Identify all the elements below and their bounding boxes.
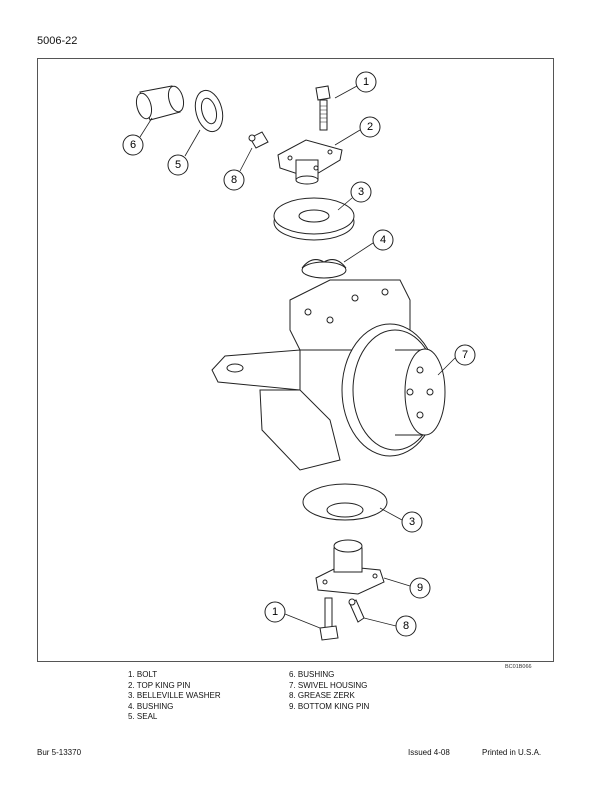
callouts: 1 2 6 5 8 3 4 7 3 9 1 8 [122, 71, 476, 637]
svg-text:7: 7 [462, 349, 468, 361]
svg-text:2: 2 [367, 121, 373, 133]
callout-6: 6 [122, 134, 144, 156]
bushing-part [135, 85, 185, 121]
bottom-king-pin-part [315, 539, 385, 595]
callout-8: 8 [223, 169, 245, 191]
footer-issued: Issued 4-08 [408, 748, 450, 757]
swivel-housing-part [211, 279, 446, 471]
callout-1: 1 [355, 71, 377, 93]
belleville-washer-part-bottom [302, 483, 388, 521]
callout-8-bottom: 8 [395, 615, 417, 637]
figure-frame [37, 58, 554, 662]
svg-text:3: 3 [358, 186, 364, 198]
legend-item: 7. SWIVEL HOUSING [289, 680, 368, 690]
legend-item: 4. BUSHING [128, 701, 174, 711]
legend-item: 2. TOP KING PIN [128, 680, 191, 690]
callout-4: 4 [372, 229, 394, 251]
top-king-pin-part [277, 139, 343, 185]
footer-doc-number: Bur 5-13370 [37, 748, 82, 757]
bolt-part-top [315, 85, 331, 131]
svg-text:1: 1 [363, 76, 369, 88]
callout-3: 3 [350, 181, 372, 203]
callout-5: 5 [167, 154, 189, 176]
callout-7: 7 [454, 344, 476, 366]
legend-left: 1. BOLT 2. TOP KING PIN 3. BELLEVILLE WA… [128, 670, 221, 723]
svg-text:9: 9 [417, 582, 423, 594]
footer-printed: Printed in U.S.A. [482, 748, 542, 757]
callout-1-bottom: 1 [264, 601, 286, 623]
legend-item: 5. SEAL [128, 712, 158, 721]
legend-item: 3. BELLEVILLE WASHER [128, 691, 221, 700]
svg-text:3: 3 [409, 516, 415, 528]
legend-item: 1. BOLT [128, 670, 158, 679]
svg-text:6: 6 [130, 139, 136, 151]
callout-3-bottom: 3 [401, 511, 423, 533]
leader-lines [139, 85, 456, 629]
svg-text:4: 4 [380, 234, 386, 246]
legend-item: 9. BOTTOM KING PIN [289, 701, 370, 711]
legend-item: 6. BUSHING [289, 670, 335, 679]
bushing-part-4 [301, 259, 347, 279]
svg-text:1: 1 [272, 606, 278, 618]
callout-9: 9 [409, 577, 431, 599]
svg-text:8: 8 [403, 620, 409, 632]
grease-zerk-part-top [248, 131, 269, 149]
figure-code: BC01B066 [505, 664, 532, 670]
svg-text:5: 5 [175, 159, 181, 171]
legend-right: 6. BUSHING 7. SWIVEL HOUSING 8. GREASE Z… [289, 670, 369, 712]
bolt-part-bottom [319, 597, 339, 641]
page-number: 5006-22 [37, 35, 78, 47]
svg-text:8: 8 [231, 174, 237, 186]
seal-part [194, 89, 224, 133]
legend-item: 8. GREASE ZERK [289, 691, 355, 700]
callout-2: 2 [359, 116, 381, 138]
grease-zerk-part-bottom [348, 598, 365, 623]
belleville-washer-part-top [273, 197, 355, 241]
